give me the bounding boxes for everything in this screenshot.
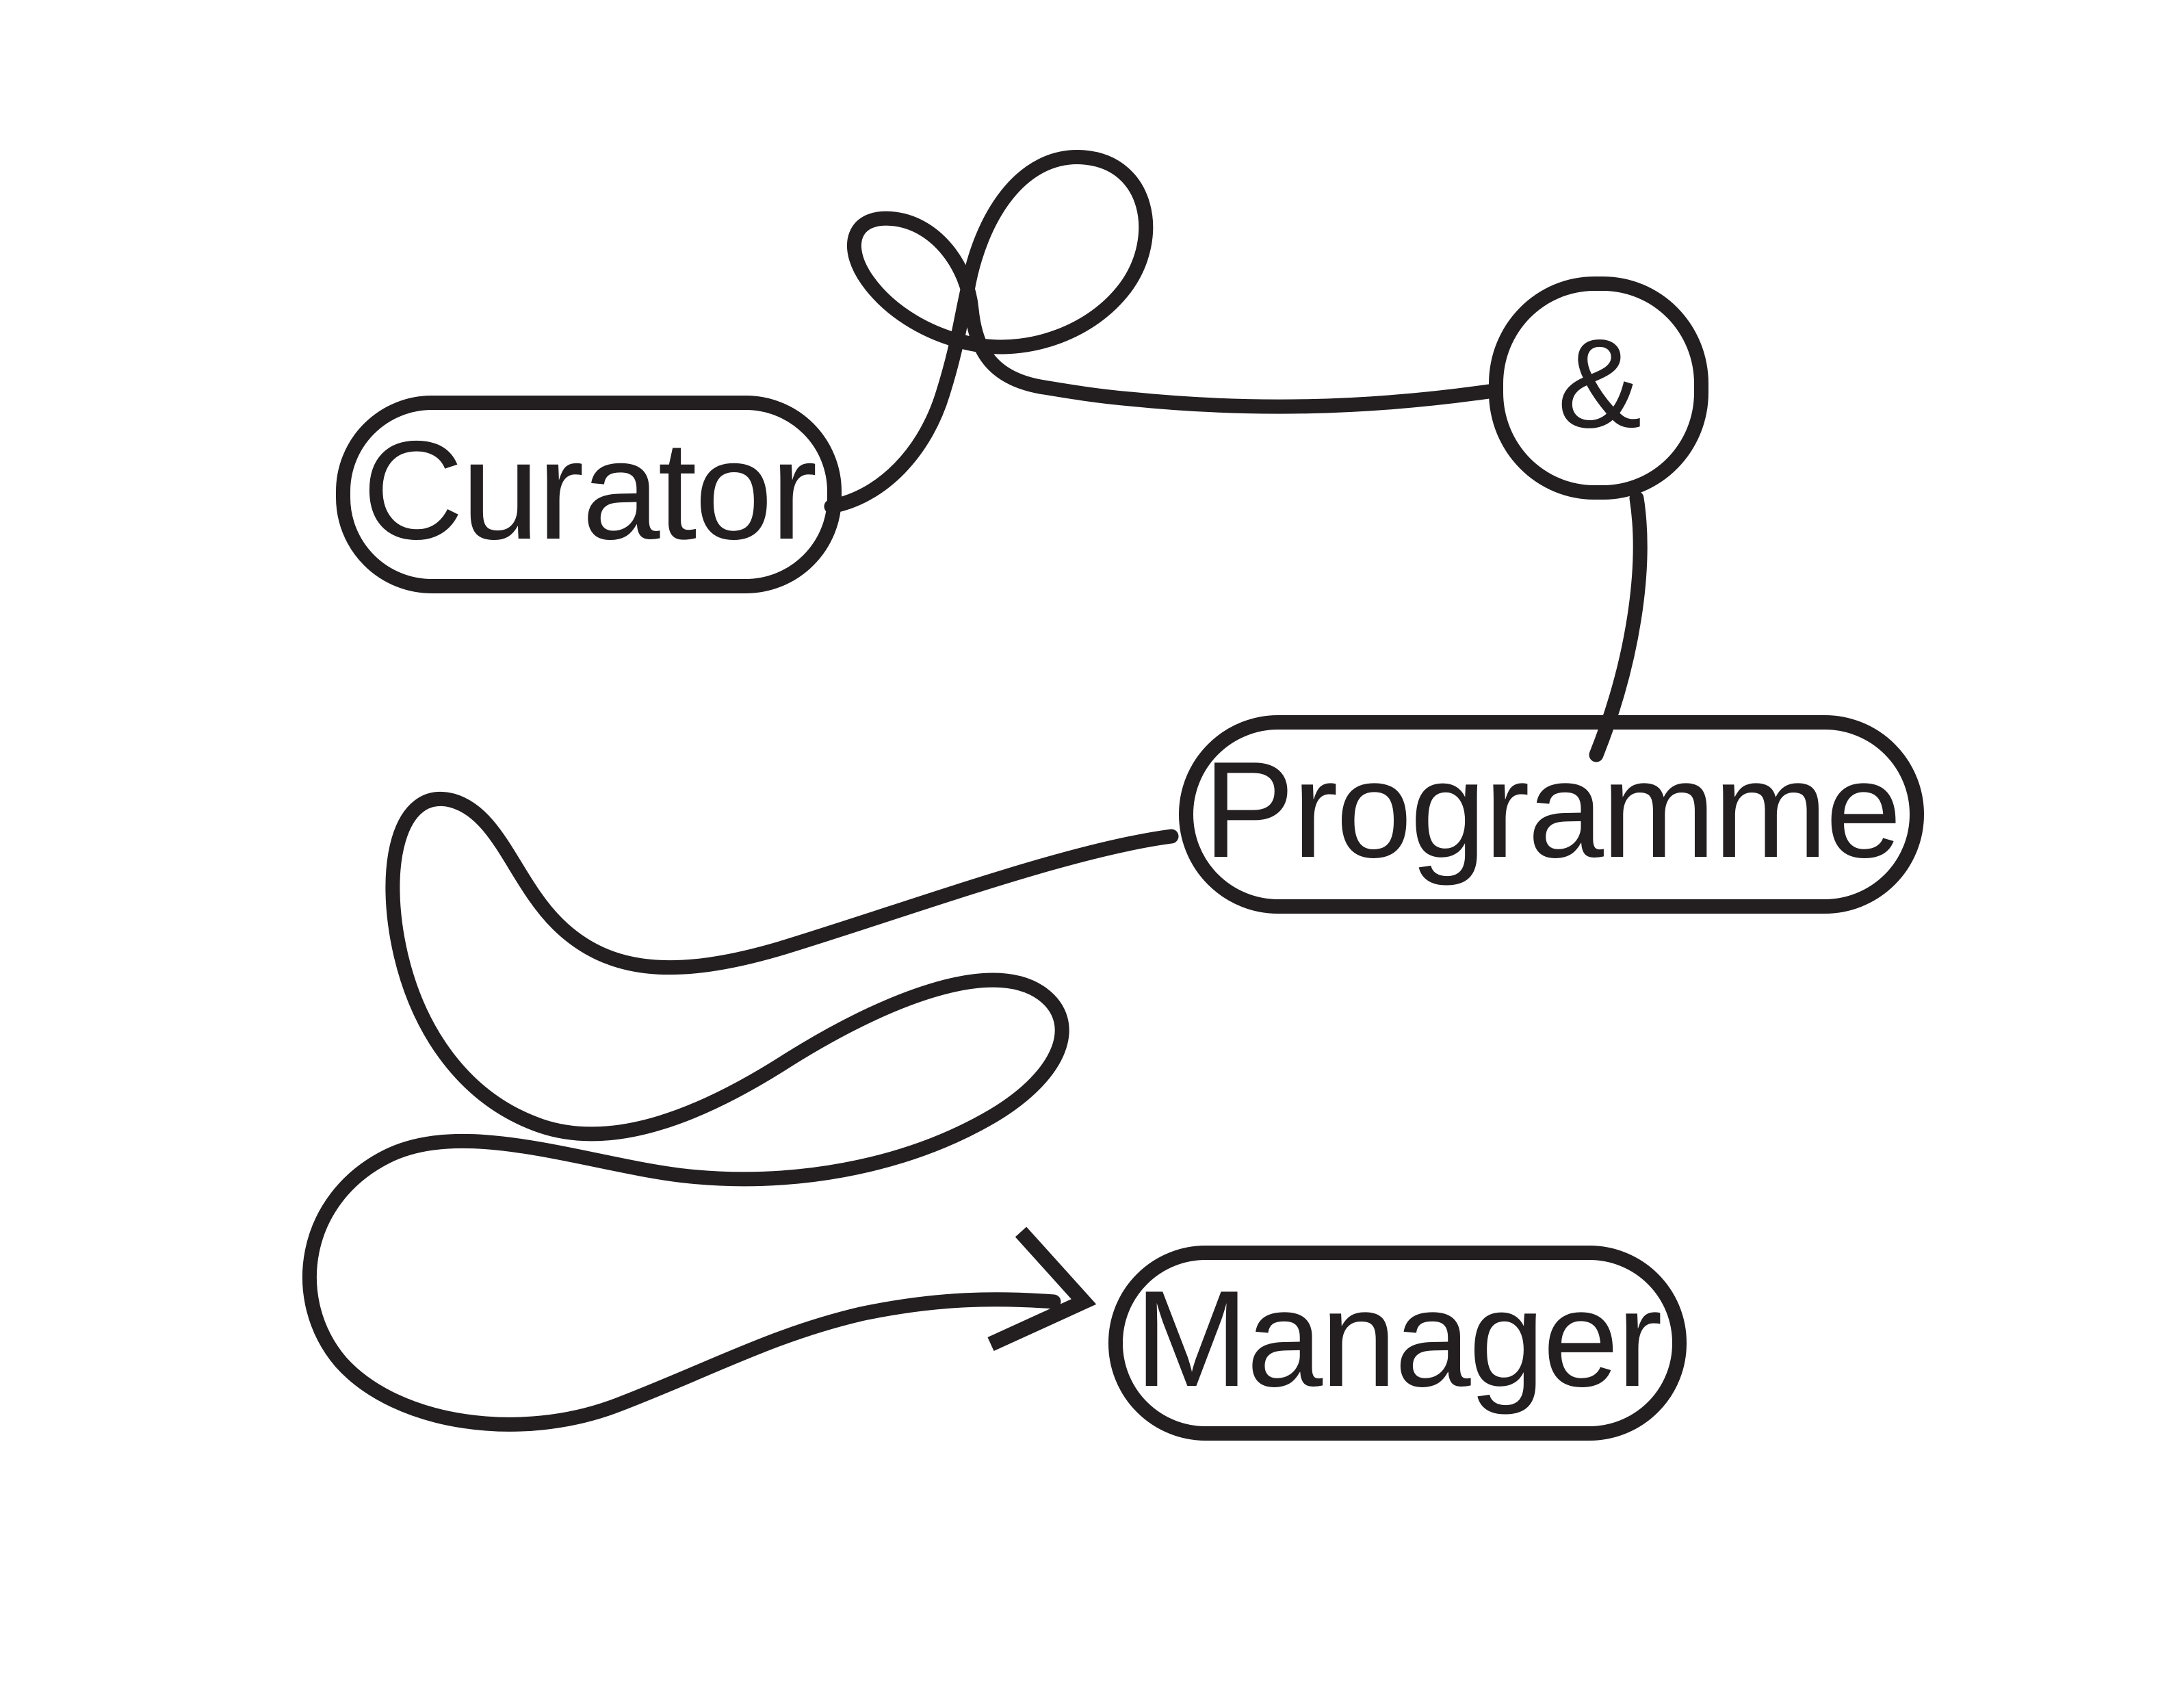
scribble-curator-to-amp bbox=[824, 150, 1496, 514]
node-ampersand: & bbox=[1489, 276, 1708, 500]
node-programme-label: Programme bbox=[1203, 734, 1902, 886]
node-curator: Curator bbox=[336, 396, 842, 593]
node-manager-label: Manager bbox=[1134, 1262, 1662, 1415]
arrowhead-icon bbox=[987, 1226, 1097, 1352]
node-ampersand-label: & bbox=[1557, 313, 1641, 454]
node-curator-label: Curator bbox=[362, 412, 817, 569]
node-programme: Programme bbox=[1179, 715, 1924, 914]
node-manager: Manager bbox=[1108, 1246, 1687, 1441]
scribble-programme-to-manager bbox=[302, 792, 1179, 1432]
